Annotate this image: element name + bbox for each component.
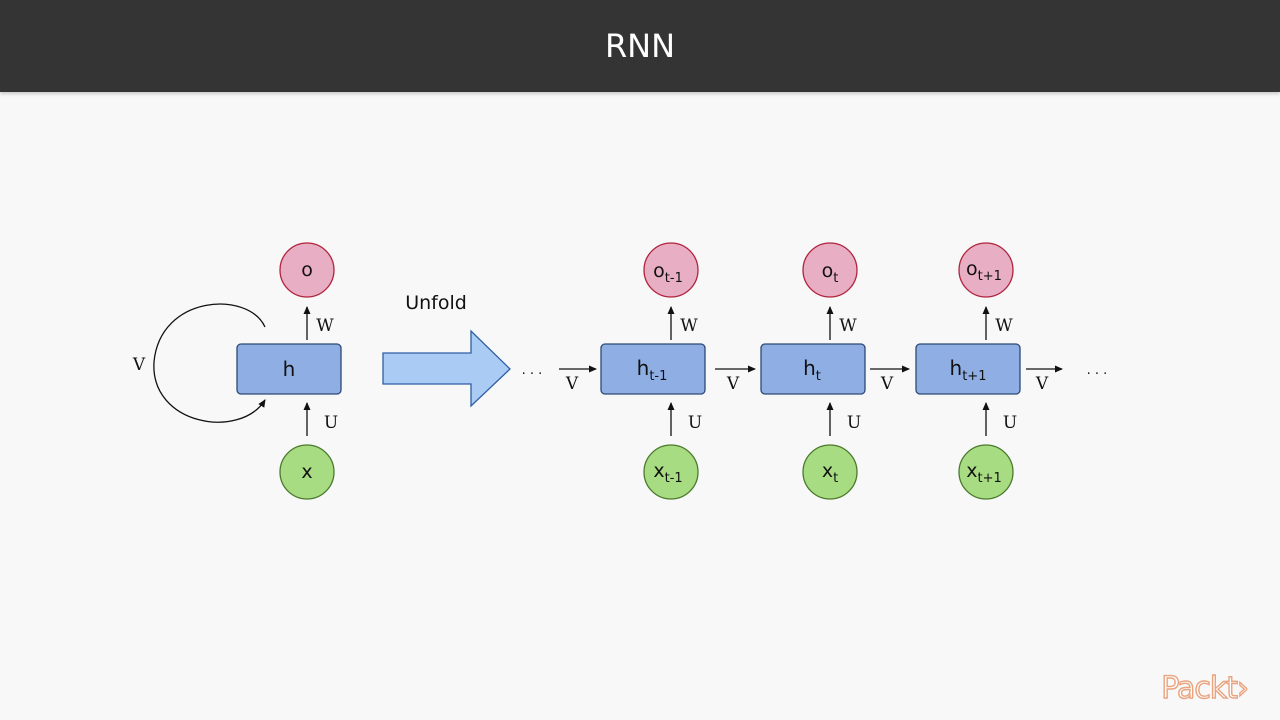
title-bar: RNN	[0, 0, 1280, 92]
v-connector-label: V	[565, 374, 579, 394]
hidden-label: ht-1	[637, 356, 668, 384]
output-label: ot-1	[653, 260, 683, 286]
folded-v-label: V	[132, 355, 146, 375]
folded-hidden-label: h	[283, 357, 296, 381]
output-label: ot+1	[966, 258, 1002, 284]
input-label: xt+1	[966, 460, 1002, 486]
folded-w-label: W	[316, 316, 334, 336]
output-node	[802, 242, 858, 298]
folded-input-label: x	[301, 461, 312, 483]
unfold-arrow	[382, 329, 511, 408]
hidden-label: ht+1	[950, 356, 987, 384]
output-node	[643, 242, 699, 298]
folded-input-node	[279, 444, 335, 500]
input-node	[643, 444, 699, 500]
folded-output-node	[279, 242, 335, 298]
input-label: xt-1	[653, 460, 682, 486]
folded-hidden-block	[236, 343, 342, 395]
packt-logo: Packt›	[1161, 670, 1250, 706]
v-connector-label: V	[880, 374, 894, 394]
folded-u-label: U	[324, 413, 338, 433]
hidden-block	[600, 343, 706, 395]
time-step-t: ot W ht U xt	[760, 242, 866, 500]
hidden-block	[915, 343, 1021, 395]
time-step-t-plus-1: ot+1 W ht+1 U xt+1	[915, 242, 1021, 500]
time-step-t-minus-1: ot-1 W ht-1 U xt-1	[600, 242, 706, 500]
v-connector-label: V	[1035, 374, 1049, 394]
u-label: U	[847, 413, 861, 433]
output-node	[958, 242, 1014, 298]
unfolded-rnn: · · · · · · V V V V ot-1 W ht-1 U xt-1 o…	[522, 242, 1108, 500]
input-label: xt	[822, 460, 838, 486]
folded-output-label: o	[301, 259, 313, 281]
input-node	[802, 444, 858, 500]
w-label: W	[839, 316, 857, 336]
unfold-transition: Unfold	[382, 292, 511, 408]
folded-rnn: V o W h U x	[132, 242, 342, 500]
hidden-block	[760, 343, 866, 395]
w-label: W	[995, 316, 1013, 336]
u-label: U	[1003, 413, 1017, 433]
unfold-label: Unfold	[405, 292, 467, 314]
ellipsis-right: · · ·	[1087, 367, 1108, 382]
hidden-label: ht	[803, 356, 821, 384]
input-node	[958, 444, 1014, 500]
w-label: W	[680, 316, 698, 336]
output-label: ot	[822, 260, 839, 286]
u-label: U	[688, 413, 702, 433]
v-connector-label: V	[726, 374, 740, 394]
recurrent-loop-arrow	[153, 303, 266, 423]
ellipsis-left: · · ·	[522, 367, 543, 382]
slide-title: RNN	[604, 27, 676, 65]
